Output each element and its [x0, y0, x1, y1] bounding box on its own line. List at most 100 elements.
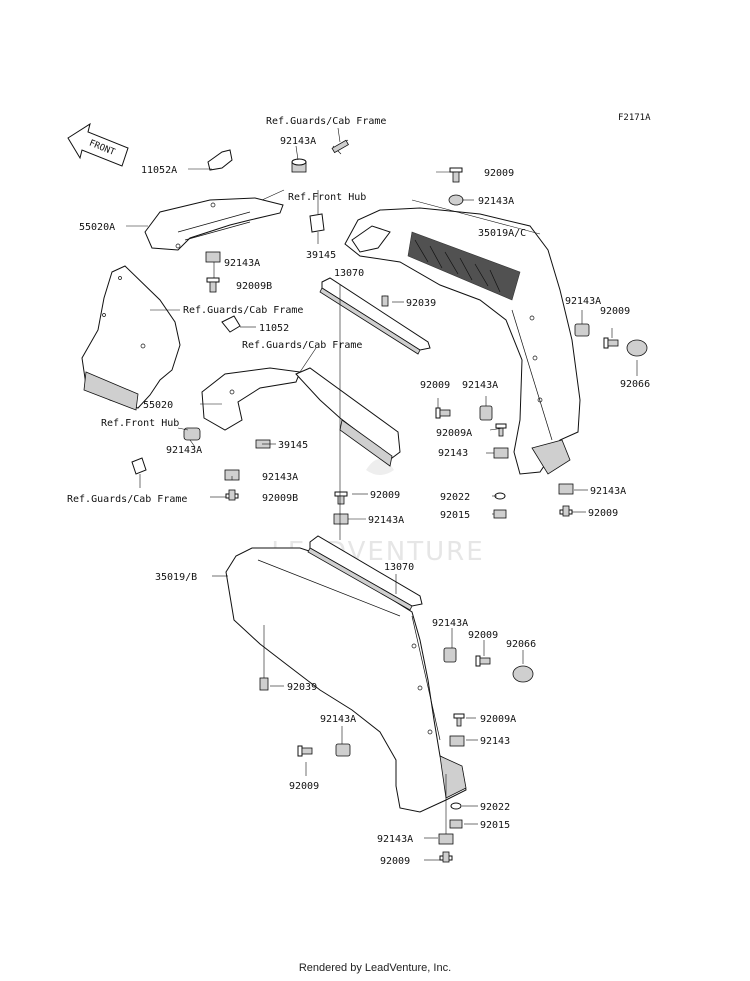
grommet-92143A-c1 [333, 513, 349, 525]
label-13070-mid: 13070 [384, 562, 414, 573]
mud-flap-panel-left [81, 265, 181, 411]
label-55020: 55020 [143, 400, 173, 411]
bolt-92009B-mid [225, 489, 239, 501]
grommet-92143A-left [205, 251, 221, 263]
bolt-92009-c3 [297, 745, 313, 757]
bolt-92009-r1 [449, 167, 463, 183]
label-92066-c: 92066 [506, 639, 536, 650]
ref-screw-top [331, 139, 349, 155]
label-ref-guards-bottom: Ref.Guards/Cab Frame [67, 494, 187, 505]
nut-92015-r [493, 509, 507, 519]
bracket-11052A [207, 149, 233, 171]
label-92015-r: 92015 [440, 510, 470, 521]
label-92143-c: 92143 [480, 736, 510, 747]
label-92143A-c3: 92143A [320, 714, 356, 725]
bracket-11052 [221, 315, 241, 333]
label-92009A-c: 92009A [480, 714, 516, 725]
label-11052A: 11052A [141, 165, 177, 176]
label-92009-c3: 92009 [289, 781, 319, 792]
label-92009-r2: 92009 [600, 306, 630, 317]
bolt-92009-c2 [475, 655, 491, 667]
label-92009A-r: 92009A [436, 428, 472, 439]
label-ref-guards-left: Ref.Guards/Cab Frame [183, 305, 303, 316]
label-92143A-r3: 92143A [462, 380, 498, 391]
bolt-92009-r3 [435, 407, 451, 419]
label-39145-mid: 39145 [278, 440, 308, 451]
strip-13070-top [319, 277, 431, 355]
label-92143A-r4: 92143A [590, 486, 626, 497]
bolt-92009A-c [453, 713, 465, 727]
fender-flap-55020 [201, 367, 301, 431]
bolt-92039-c [259, 677, 269, 691]
label-92009-r3: 92009 [420, 380, 450, 391]
grommet-92143A-r3 [479, 405, 493, 421]
grommet-92143A-top [291, 158, 307, 173]
label-92143A-left2: 92143A [166, 445, 202, 456]
label-92009-c4: 92009 [380, 856, 410, 867]
label-92022-r: 92022 [440, 492, 470, 503]
label-92009-c1: 92009 [370, 490, 400, 501]
label-11052: 11052 [259, 323, 289, 334]
label-92143A-left3: 92143A [262, 472, 298, 483]
label-92143A-r2: 92143A [565, 296, 601, 307]
footer-credit: Rendered by LeadVenture, Inc. [298, 962, 452, 974]
label-92009-r4: 92009 [588, 508, 618, 519]
label-13070-top: 13070 [334, 268, 364, 279]
label-92039-top: 92039 [406, 298, 436, 309]
figure-code: F2171A [618, 113, 651, 123]
label-92143A-top: 92143A [280, 136, 316, 147]
bolt-92039-top [381, 295, 389, 307]
bolt-92009B-top [206, 277, 220, 293]
label-35019AC: 35019A/C [478, 228, 526, 239]
fender-35019AC [344, 207, 581, 475]
front-hub-spacer [183, 427, 201, 441]
label-92143A-c1: 92143A [368, 515, 404, 526]
label-92143A-c4: 92143A [377, 834, 413, 845]
label-92009-c2: 92009 [468, 630, 498, 641]
label-35019B: 35019/B [155, 572, 197, 583]
label-39145-top: 39145 [306, 250, 336, 261]
grommet-92143A-r1 [448, 194, 464, 206]
label-92143-r: 92143 [438, 448, 468, 459]
bolt-92009-c1 [334, 491, 348, 505]
clip-39145-top [309, 213, 325, 233]
grommet-92143A-c3 [335, 743, 351, 757]
cap-92066-c [512, 665, 534, 683]
grommet-92143A-r4 [558, 483, 574, 495]
label-ref-front-hub-top: Ref.Front Hub [288, 192, 366, 203]
bolt-92009-r2 [603, 337, 619, 349]
grommet-92143-c [449, 735, 465, 747]
label-92039-c: 92039 [287, 682, 317, 693]
grommet-92143A-c2 [443, 647, 457, 663]
label-92009-r1: 92009 [484, 168, 514, 179]
bolt-92009-r4 [559, 505, 573, 517]
label-ref-guards-mid: Ref.Guards/Cab Frame [242, 340, 362, 351]
label-92143A-left1: 92143A [224, 258, 260, 269]
label-92143A-r1: 92143A [478, 196, 514, 207]
label-92009B-mid: 92009B [262, 493, 298, 504]
leader-lines [126, 127, 638, 861]
cap-92066-r [626, 339, 648, 357]
strip-13070-lower [307, 535, 423, 611]
bolt-92009-c4 [439, 851, 453, 863]
fender-flap-55020A [144, 197, 284, 251]
front-direction-arrow: FRONT [67, 122, 129, 167]
label-ref-guards-top: Ref.Guards/Cab Frame [266, 116, 386, 127]
strip-13070-mid-left [295, 367, 401, 467]
label-ref-front-hub-left: Ref.Front Hub [101, 418, 179, 429]
grommet-92143-r [493, 447, 509, 459]
ref-screw-left [131, 457, 147, 475]
grommet-92143A-r2 [574, 323, 590, 337]
label-55020A: 55020A [79, 222, 115, 233]
grommet-92143A-c4 [438, 833, 454, 845]
label-92022-c: 92022 [480, 802, 510, 813]
label-92009B-top: 92009B [236, 281, 272, 292]
bolt-92009A-r [495, 423, 507, 437]
nut-92015-c [449, 819, 463, 829]
label-92143A-c2: 92143A [432, 618, 468, 629]
label-92066-r: 92066 [620, 379, 650, 390]
label-92015-c: 92015 [480, 820, 510, 831]
washer-92022-c [450, 802, 462, 810]
